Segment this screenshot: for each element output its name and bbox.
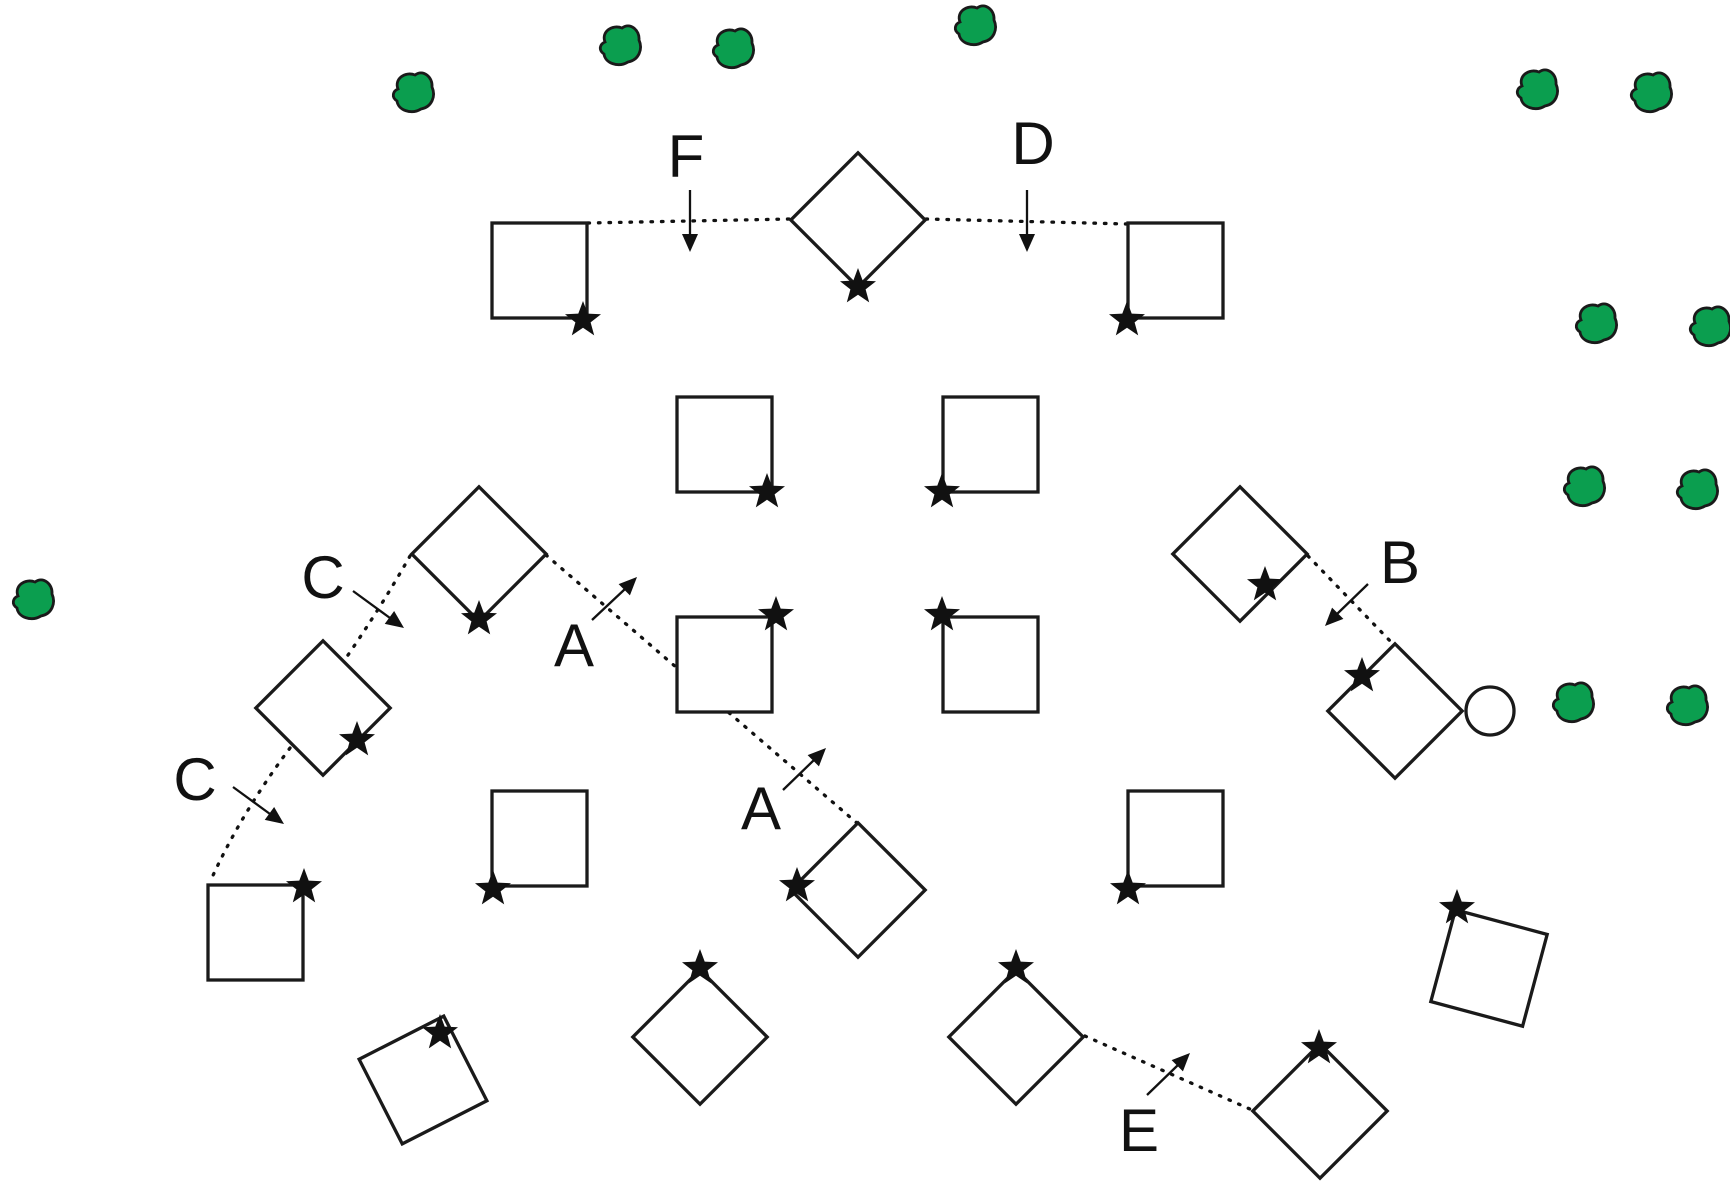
arrow-d <box>1019 190 1035 252</box>
path-b <box>1306 554 1395 646</box>
diamond-marker <box>788 150 928 290</box>
bush-icon <box>1675 468 1719 511</box>
square-marker <box>1126 789 1225 888</box>
arrow-e <box>1146 1053 1190 1096</box>
bush-icon <box>1574 302 1618 345</box>
path-e <box>1083 1034 1254 1112</box>
arrow-a-upper <box>591 577 637 621</box>
bush-icon <box>1629 71 1673 114</box>
label-d: D <box>1011 110 1054 177</box>
square-marker <box>1126 221 1225 320</box>
square-marker <box>356 1013 490 1147</box>
square-marker <box>1428 907 1550 1029</box>
square-marker <box>941 395 1040 494</box>
diamond-marker <box>409 484 549 624</box>
dotted-paths <box>208 217 1395 1112</box>
bush-icon <box>11 578 55 621</box>
label-e: E <box>1119 1097 1159 1164</box>
diamond-marker <box>630 967 770 1107</box>
arrow-c-upper <box>352 590 404 628</box>
square-marker <box>675 395 774 494</box>
label-c-lower: C <box>173 746 216 813</box>
bush-icon <box>1551 681 1595 724</box>
path-d <box>924 217 1130 226</box>
label-a-upper: A <box>554 612 594 679</box>
diamond-markers <box>253 150 1465 1181</box>
square-markers <box>206 221 1550 1147</box>
arrow-b <box>1325 583 1369 626</box>
stars <box>286 268 1475 1064</box>
bush-icon <box>1688 305 1730 348</box>
path-c-lower <box>208 746 292 884</box>
diamond-marker <box>946 967 1086 1107</box>
bush-icon <box>953 4 997 47</box>
arrows <box>232 190 1369 1096</box>
square-marker <box>490 789 589 888</box>
label-b: B <box>1380 529 1420 596</box>
diamond-marker <box>788 820 928 960</box>
square-marker <box>675 615 774 714</box>
bush-icon <box>711 27 755 70</box>
bush-icon <box>598 24 642 67</box>
square-marker <box>490 221 589 320</box>
diamond-marker <box>1250 1041 1390 1181</box>
arrow-f <box>682 190 698 252</box>
circle-marker-icon <box>1464 685 1516 737</box>
diamond-marker <box>1325 641 1465 781</box>
square-marker <box>941 615 1040 714</box>
diamond-marker <box>253 638 393 778</box>
bushes <box>11 4 1730 727</box>
diamond-marker <box>1170 484 1310 624</box>
bush-icon <box>1515 68 1559 111</box>
labels: F D C C A A B E <box>173 110 1420 1164</box>
arrow-c-lower <box>232 786 284 824</box>
bush-icon <box>391 71 435 114</box>
bush-icon <box>1665 684 1709 727</box>
bush-icon <box>1562 465 1606 508</box>
label-a-lower: A <box>741 775 781 842</box>
label-f: F <box>668 123 705 190</box>
arrow-a-lower <box>782 748 826 791</box>
square-marker <box>206 883 305 982</box>
path-f <box>586 217 792 225</box>
label-c-upper: C <box>301 544 344 611</box>
